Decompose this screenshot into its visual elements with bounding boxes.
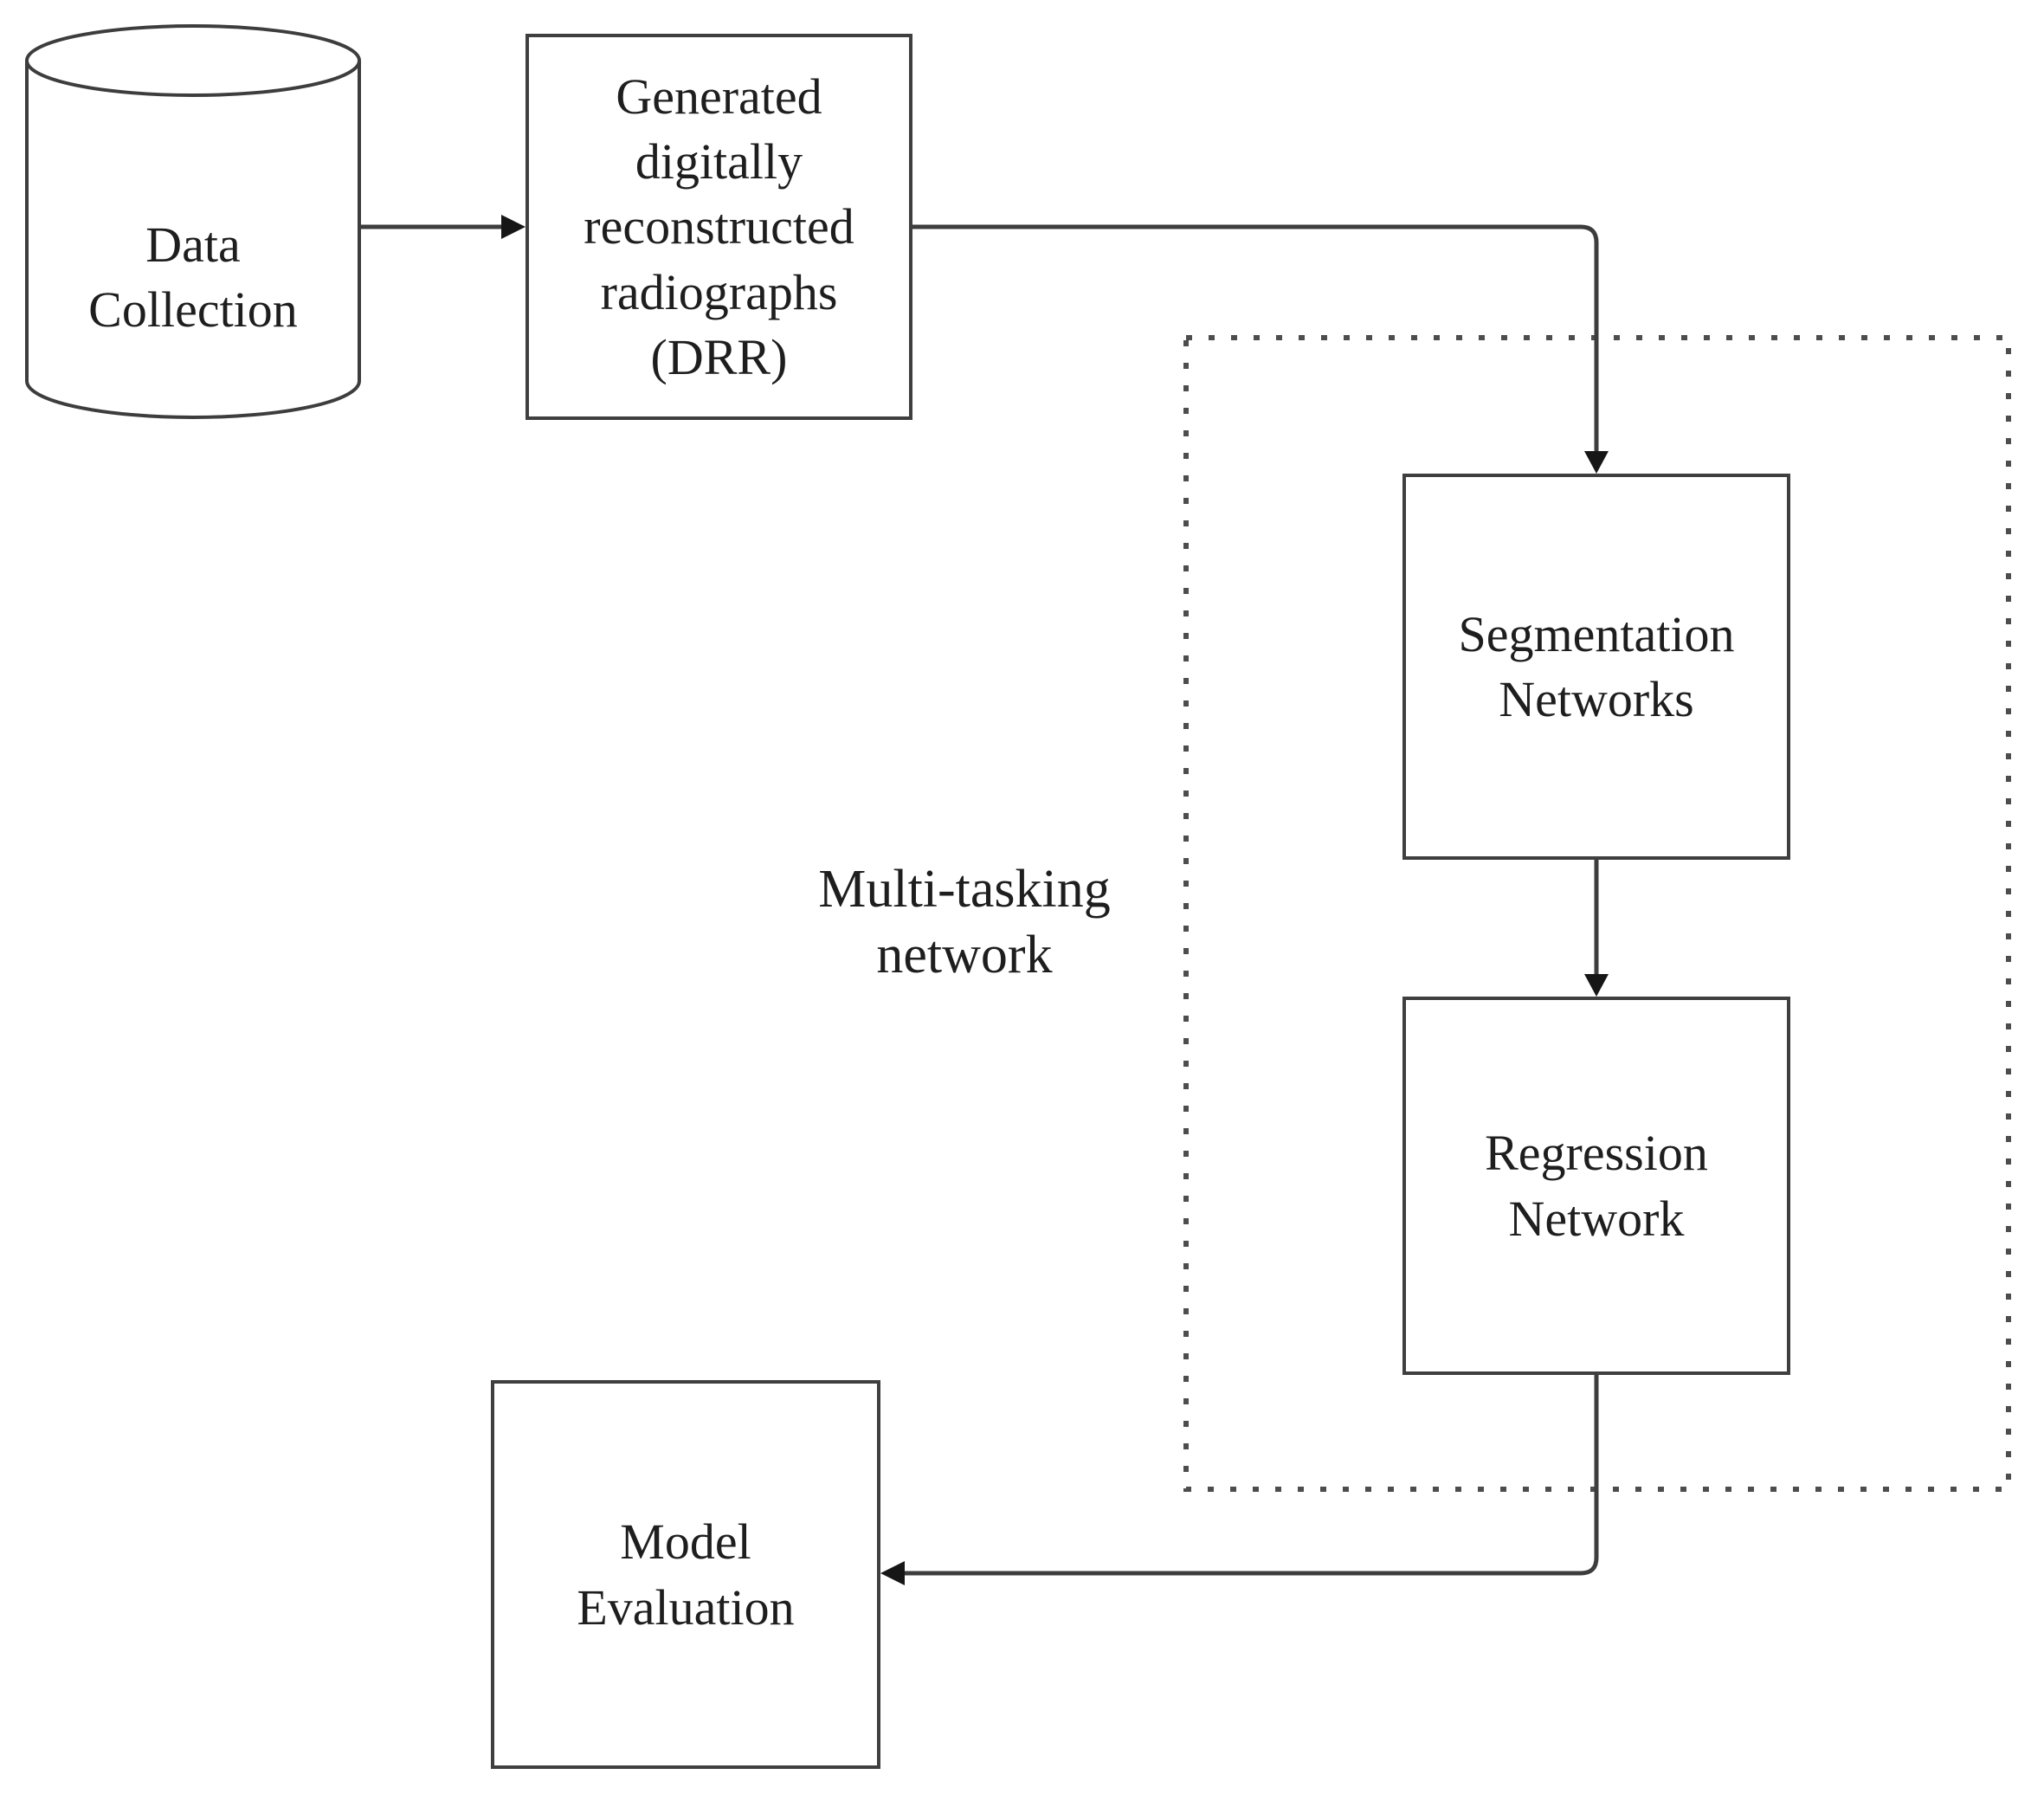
model-evaluation-box: Model Evaluation [491, 1380, 880, 1769]
arrowhead-right-icon [501, 215, 526, 239]
arrowhead-down-icon [1584, 451, 1609, 474]
model-evaluation-label: Model Evaluation [577, 1513, 795, 1636]
segmentation-networks-box: Segmentation Networks [1402, 474, 1790, 860]
arrowhead-left-icon [880, 1561, 905, 1585]
data-collection-label: Data Collection [88, 216, 298, 339]
arrowhead-down-icon [1584, 974, 1609, 997]
arrow-datacollection-to-drr [359, 215, 526, 239]
regression-network-box: Regression Network [1402, 997, 1790, 1375]
regression-network-label: Regression Network [1485, 1125, 1708, 1247]
drr-box: Generated digitally reconstructed radiog… [526, 34, 912, 420]
connector-regression-to-modelevaluation [880, 1375, 1599, 1585]
drr-label: Generated digitally reconstructed radiog… [584, 68, 854, 386]
connector-drr-to-segmentation [912, 224, 1609, 474]
data-collection-cylinder [25, 24, 361, 419]
multitasking-network-label: Multi-tasking network [818, 860, 1111, 984]
segmentation-networks-label: Segmentation Networks [1458, 605, 1735, 727]
arrow-segmentation-to-regression [1584, 860, 1609, 997]
